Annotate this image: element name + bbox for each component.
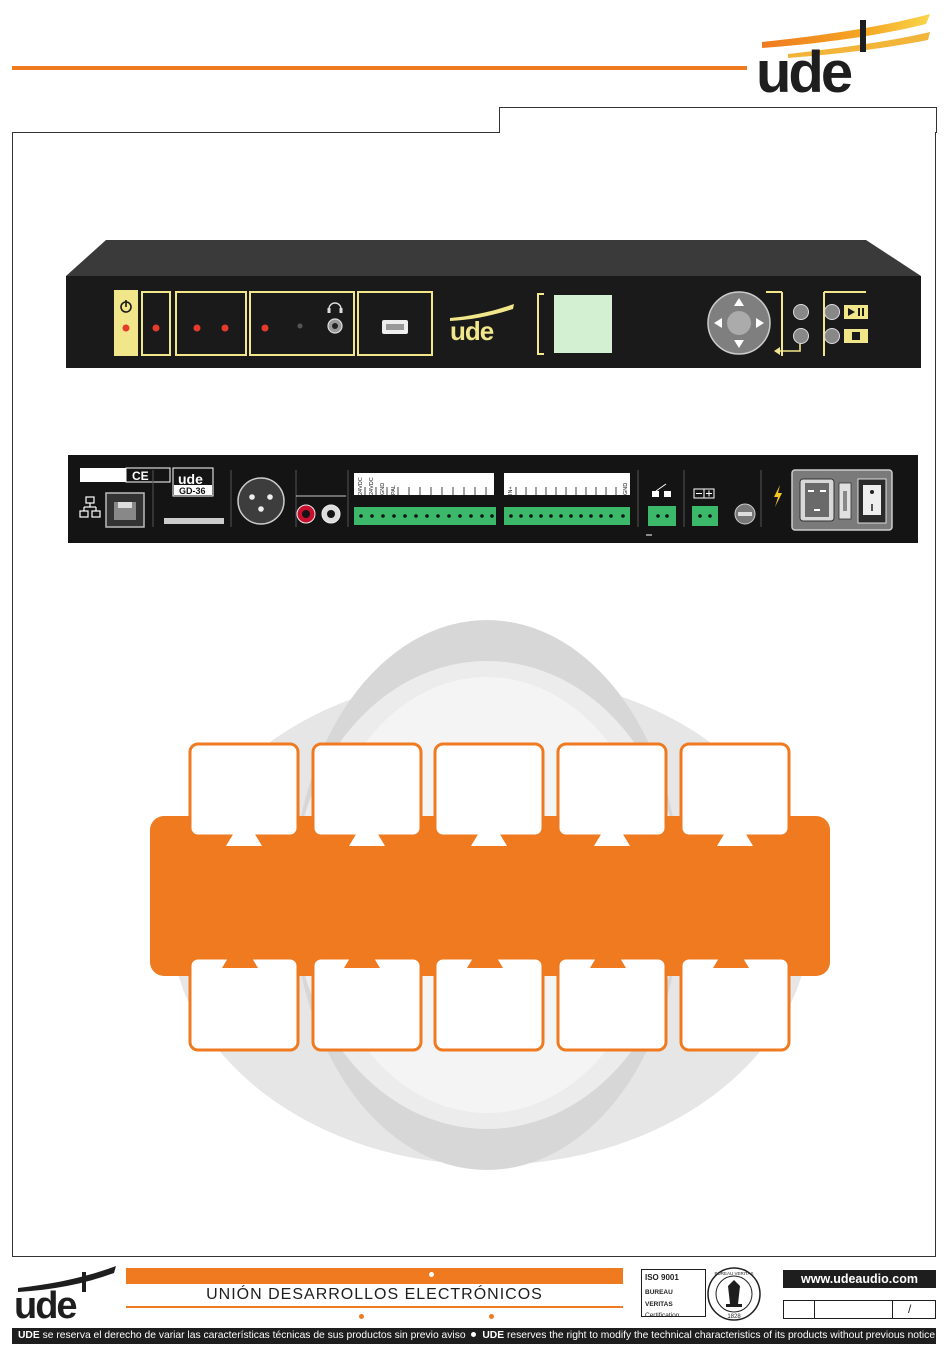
navigation-pad-icon[interactable]	[707, 291, 771, 355]
xlr-connector-icon[interactable]	[237, 477, 285, 525]
footer-dot-left	[359, 1314, 364, 1319]
disclaimer-separator	[471, 1332, 477, 1337]
seal-text: BUREAU VERITAS	[715, 1271, 754, 1276]
power-switch-icon[interactable]	[857, 478, 887, 524]
footer-orange-band	[126, 1268, 623, 1284]
terminal-label-a3: GND	[380, 483, 386, 495]
usb-port-icon[interactable]	[382, 320, 408, 334]
website-link[interactable]: www.udeaudio.com	[783, 1270, 936, 1288]
device-rear-panel: CE ude GD-36	[68, 455, 918, 543]
header-logo-text: ude	[756, 40, 852, 96]
content-frame	[12, 132, 936, 1257]
footer-orange-dot-top	[429, 1272, 434, 1277]
rear-ce-mark: CE	[132, 469, 149, 483]
play-pause-icon	[844, 305, 868, 319]
rca-white-icon[interactable]	[321, 504, 341, 524]
bureau-veritas-seal: 1828 BUREAU VERITAS	[707, 1267, 761, 1321]
stop-icon	[844, 329, 868, 343]
frame-connector-line	[499, 107, 500, 133]
connection-diagram	[150, 620, 830, 1170]
company-name: UNIÓN DESARROLLOS ELECTRÓNICOS	[206, 1286, 543, 1303]
frame-top-right-line	[499, 107, 937, 108]
terminal-label-a4: PAL	[391, 485, 397, 495]
footer-logo: ude	[14, 1266, 116, 1322]
certification-body: BUREAU VERITAS	[645, 1289, 673, 1308]
terminal-label-gnd: GND	[623, 483, 629, 495]
warning-lightning-icon	[774, 485, 782, 507]
frame-top-left-line	[12, 132, 500, 133]
rear-model-label: GD-36	[179, 486, 206, 496]
back-arrow-icon	[774, 344, 801, 355]
header-logo: ude	[756, 14, 930, 96]
header-orange-rule	[12, 66, 747, 70]
page-slash: /	[908, 1302, 912, 1316]
fuse-icon[interactable]	[734, 503, 756, 525]
frame-right-upper	[936, 107, 937, 133]
relay-icon	[652, 483, 671, 497]
disclaimer-bar: UDE se reserva el derecho de variar las …	[12, 1328, 936, 1344]
terminal-label-a1: 24VDC	[358, 477, 364, 495]
disclaimer-brand-es: UDE	[18, 1330, 40, 1341]
rca-red-icon[interactable]	[296, 504, 316, 524]
footer-orange-rule	[126, 1306, 623, 1308]
rear-badge-logo: ude	[178, 471, 203, 487]
network-icon	[79, 496, 101, 518]
power-icon	[120, 300, 132, 313]
dc-polarity-icon	[693, 488, 715, 499]
front-logo-text: ude	[450, 316, 494, 346]
power-inlet-icon[interactable]	[799, 478, 835, 522]
iso-label: ISO 9001	[645, 1273, 679, 1282]
disclaimer-en: reserves the right to modify the technic…	[506, 1330, 936, 1341]
terminal-label-a2: 24VDC	[369, 477, 375, 495]
rj45-port-icon[interactable]	[105, 492, 145, 528]
footer-logo-text: ude	[14, 1285, 76, 1322]
disclaimer-es: se reserva el derecho de variar las cara…	[42, 1330, 466, 1341]
device-front-panel: ude	[66, 240, 921, 368]
seal-year: 1828	[727, 1314, 741, 1320]
certification-type: Certification	[645, 1312, 680, 1319]
disclaimer-brand-en: UDE	[482, 1330, 505, 1341]
footer-dot-right	[489, 1314, 494, 1319]
headphones-icon	[327, 302, 343, 313]
page-info-box: /	[783, 1300, 936, 1319]
iso-certification-box: ISO 9001 BUREAU VERITAS Certification	[641, 1269, 706, 1319]
terminal-label-b1: IN+	[508, 486, 514, 495]
